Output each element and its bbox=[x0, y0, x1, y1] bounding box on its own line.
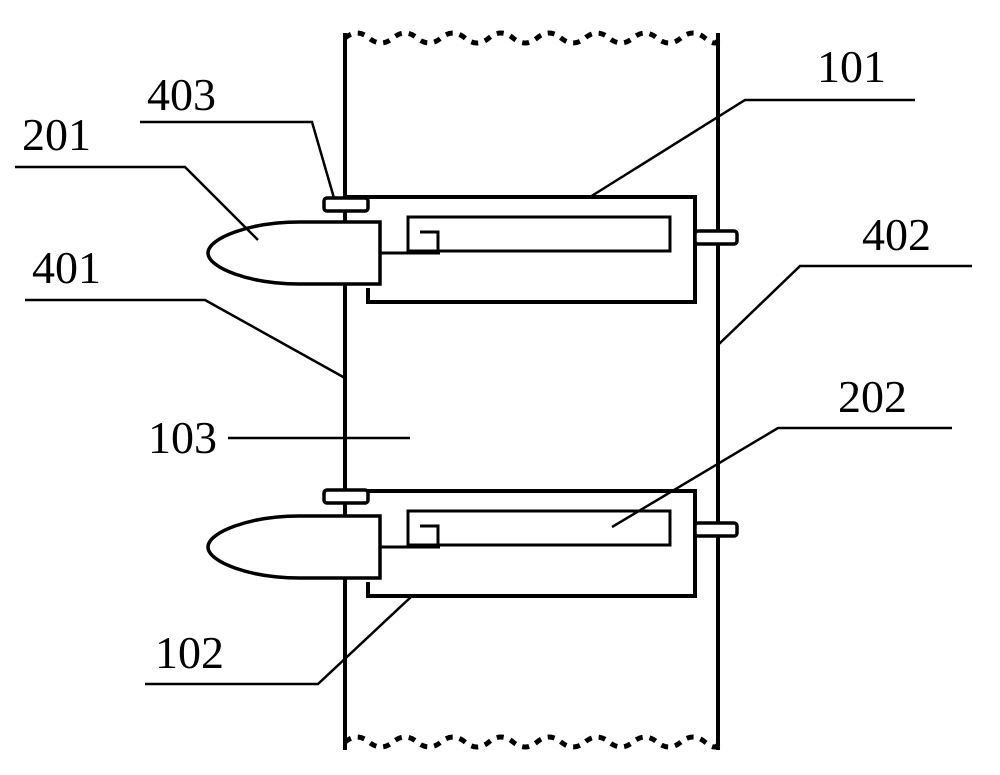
column-103 bbox=[345, 33, 719, 748]
label-101: 101 bbox=[817, 41, 886, 92]
label-103: 103 bbox=[148, 412, 217, 463]
leader-401 bbox=[25, 300, 345, 378]
gasket-403 bbox=[324, 198, 368, 211]
lower-projectile bbox=[208, 516, 380, 578]
leader-101 bbox=[590, 100, 915, 197]
lower-pin bbox=[695, 523, 737, 536]
column-top-break bbox=[345, 33, 719, 43]
label-402: 402 bbox=[862, 209, 931, 260]
upper-pin bbox=[695, 231, 737, 244]
leader-402 bbox=[718, 266, 972, 345]
label-102: 102 bbox=[155, 627, 224, 678]
labels: 403 101 201 401 402 103 202 102 bbox=[22, 41, 931, 678]
lower-assembly bbox=[208, 490, 737, 596]
label-201: 201 bbox=[22, 109, 91, 160]
upper-inner-slot bbox=[408, 217, 670, 251]
label-403: 403 bbox=[147, 69, 216, 120]
label-401: 401 bbox=[32, 242, 101, 293]
projectile-201 bbox=[208, 222, 380, 284]
leader-403 bbox=[140, 122, 334, 198]
column-bottom-break bbox=[345, 737, 719, 747]
upper-assembly bbox=[208, 197, 737, 302]
lower-gasket bbox=[324, 490, 368, 503]
lower-inner-hook bbox=[420, 526, 438, 546]
leader-201 bbox=[15, 167, 258, 240]
label-202: 202 bbox=[838, 371, 907, 422]
upper-inner-hook bbox=[420, 232, 438, 252]
